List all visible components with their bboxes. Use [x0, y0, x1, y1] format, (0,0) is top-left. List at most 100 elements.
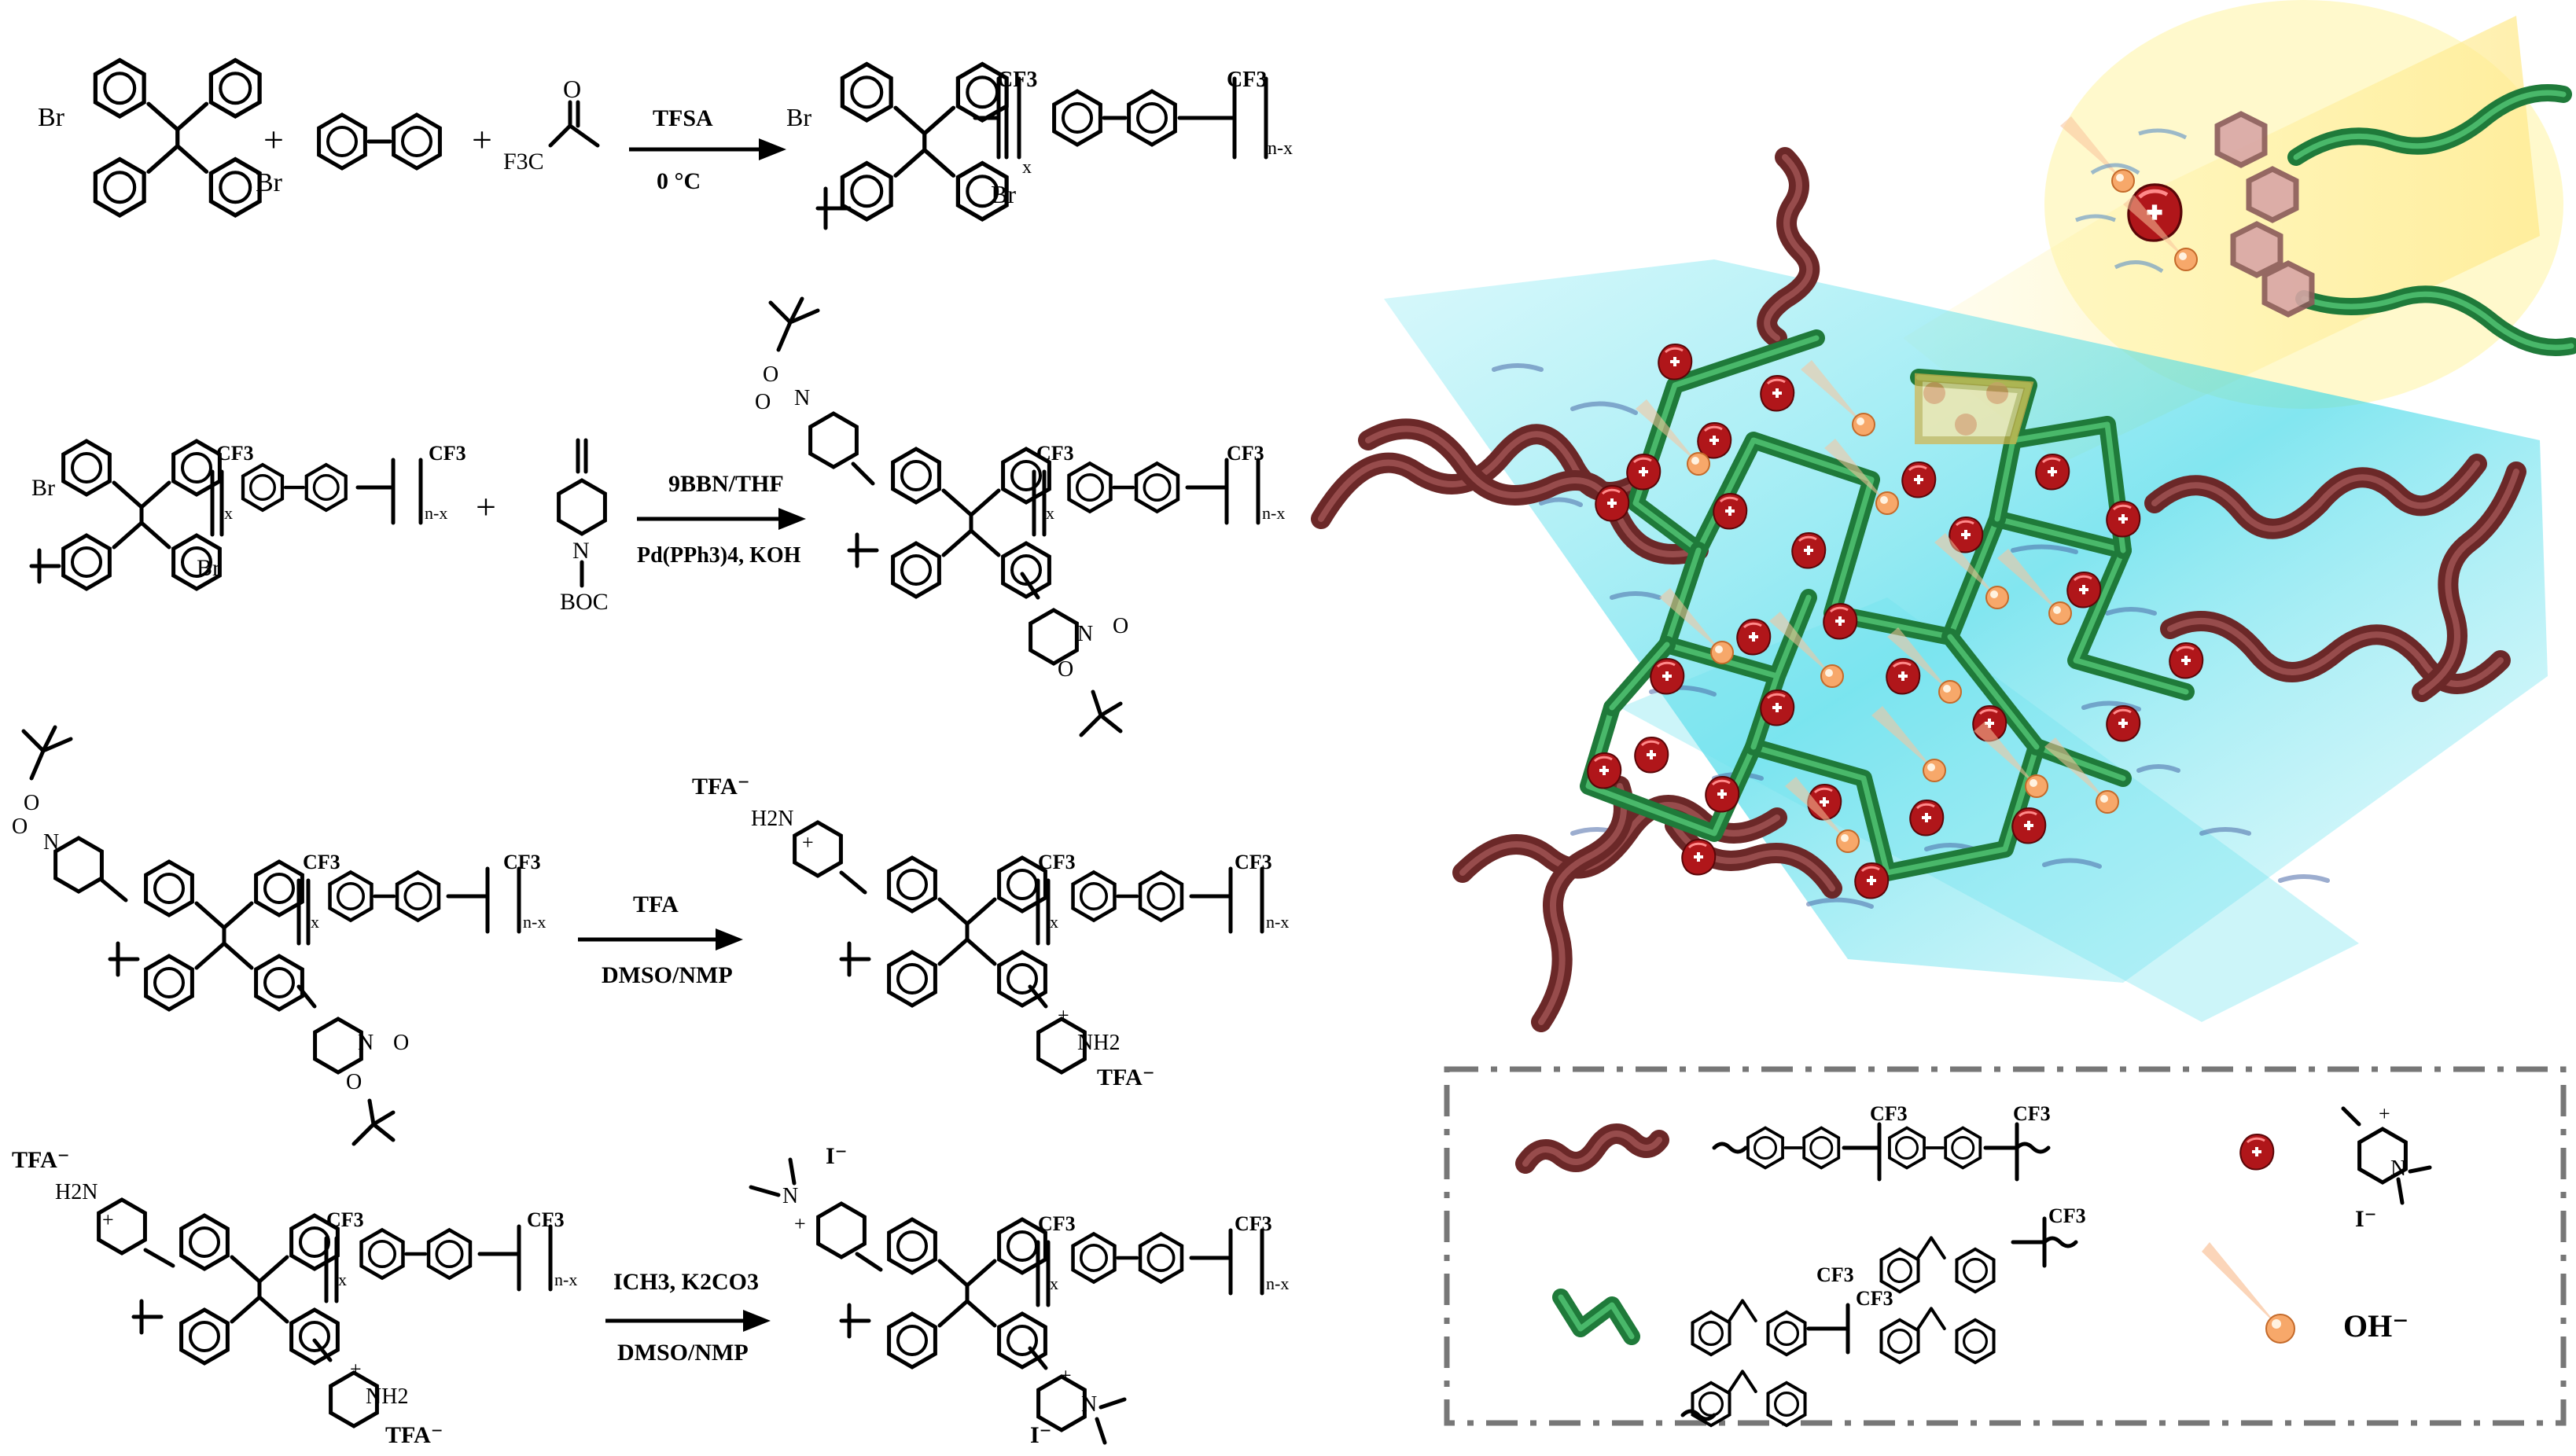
reaction-1: Br Br + + O F3C TFSA 0 °C Br Br CF3 x: [38, 61, 1293, 230]
legend-cation-plus: +: [2379, 1102, 2390, 1125]
r3-prod-nx: n-x: [1266, 912, 1289, 932]
r2-reagent-bottom: Pd(PPh3)4, KOH: [637, 543, 801, 568]
legend-network-structure: CF3 CF3 CF3: [1680, 1204, 2086, 1425]
r2-prod-o3: O: [1113, 614, 1128, 638]
r2-pip-n: N: [572, 538, 590, 564]
r3-reactant-polymer: O O N CF3 x CF3 n-x N O O: [12, 725, 546, 1146]
r4-plus-2: +: [350, 1358, 362, 1381]
biphenyl: [319, 115, 440, 168]
r1-o-label: O: [563, 75, 581, 103]
r2-prod-cf3-1: CF3: [1036, 442, 1074, 465]
r2-cf3-1: CF3: [216, 442, 254, 465]
r3-prod-tfa-2: TFA⁻: [1097, 1064, 1155, 1090]
r1-prod-br-1: Br: [786, 103, 811, 131]
r3-prod-h2n: H2N: [751, 807, 793, 831]
r4-prod-n2: N: [1081, 1392, 1097, 1417]
r4-nx: n-x: [554, 1270, 577, 1289]
r2-product-polymer: O O N CF3 x CF3 n-x N O O: [755, 296, 1285, 737]
r3-prod-plus-1: +: [802, 831, 814, 854]
r1-br-label-2: Br: [256, 168, 283, 197]
r4-nh2: NH2: [366, 1384, 408, 1409]
r3-cf3-1: CF3: [303, 851, 340, 873]
r3-o2: O: [12, 814, 28, 839]
r2-prod-o1: O: [763, 362, 778, 387]
r2-boc: BOC: [560, 589, 609, 615]
r4-reagent-bottom: DMSO/NMP: [617, 1340, 749, 1366]
r3-prod-plus-2: +: [1058, 1004, 1069, 1027]
r3-reagent-top: TFA: [633, 892, 679, 917]
r1-br-label-1: Br: [38, 103, 65, 132]
r3-product-polymer: TFA⁻ H2N + CF3 x CF3 n-x + NH2 TFA⁻: [692, 774, 1289, 1090]
r4-h2n: H2N: [55, 1180, 98, 1204]
legend-cation-n: N: [2390, 1156, 2406, 1181]
r4-cf3-2: CF3: [527, 1208, 565, 1231]
r1-nx: n-x: [1268, 138, 1293, 159]
r3-o3: O: [393, 1031, 409, 1055]
r3-x: x: [311, 912, 319, 932]
r2-nx: n-x: [425, 503, 447, 523]
r2-prod-nx: n-x: [1262, 503, 1285, 523]
r1-cf3-2: CF3: [1227, 68, 1267, 92]
legend-backbone-structure: CF3 CF3: [1712, 1102, 2051, 1182]
r3-n1: N: [43, 830, 59, 855]
r2-cf3-2: CF3: [429, 442, 466, 465]
r3-prod-cf3-1: CF3: [1038, 851, 1076, 873]
backbone-chains: [1311, 147, 2526, 1032]
r4-tfa-2: TFA⁻: [385, 1422, 443, 1448]
water-channel-2: [1620, 597, 2359, 1022]
r4-reactant-polymer: TFA⁻ H2N + CF3 x CF3 n-x + NH2 TFA⁻: [12, 1147, 577, 1448]
r4-prod-i-1: I⁻: [826, 1143, 848, 1169]
r1-arrowhead: [759, 138, 786, 160]
r3-prod-cf3-2: CF3: [1235, 851, 1272, 873]
r2-reactant-polymer: Br Br CF3 x CF3 n-x: [29, 441, 466, 589]
r3-cf3-2: CF3: [503, 851, 541, 873]
r2-reagent-top: 9BBN/THF: [668, 471, 784, 497]
r1-plus-2: +: [472, 119, 492, 160]
r1-f3c-label: F3C: [503, 149, 544, 175]
trifluoroacetone: O F3C: [503, 75, 600, 175]
r2-prod-cf3-2: CF3: [1227, 442, 1264, 465]
r4-reagent-top: ICH3, K2CO3: [613, 1269, 759, 1295]
r1-x: x: [1022, 157, 1032, 178]
r4-arrowhead: [743, 1310, 771, 1332]
r4-x: x: [338, 1270, 347, 1289]
r4-prod-nx: n-x: [1266, 1274, 1289, 1293]
legend-cation-icon: [2239, 1133, 2276, 1171]
r2-x: x: [224, 503, 233, 523]
legend-r1-cf3-1: CF3: [1870, 1102, 1908, 1125]
r2-prod-o2: O: [755, 390, 771, 414]
r2-br-2: Br: [197, 555, 220, 581]
r2-arrowhead: [778, 508, 806, 530]
r4-prod-plus-1: +: [794, 1212, 806, 1235]
methylene-piperidine-boc: N BOC: [559, 438, 609, 615]
legend-box: CF3 CF3 + N I⁻ CF3: [1444, 1066, 2567, 1425]
legend-r2-cf3-3: CF3: [1816, 1263, 1854, 1286]
r2-prod-o4: O: [1058, 657, 1073, 682]
reaction-2: Br Br CF3 x CF3 n-x + N BOC 9BBN/THF Pd(…: [29, 296, 1285, 737]
r2-prod-n1: N: [794, 386, 810, 410]
r3-prod-tfa-1: TFA⁻: [692, 774, 750, 800]
r3-nx: n-x: [523, 912, 546, 932]
r4-product-polymer: I⁻ N + CF3 x CF3 n-x + N I⁻: [749, 1143, 1289, 1448]
r3-arrowhead: [716, 928, 743, 950]
reaction-4: TFA⁻ H2N + CF3 x CF3 n-x + NH2 TFA⁻ ICH3…: [12, 1143, 1289, 1448]
r4-prod-cf3-2: CF3: [1235, 1212, 1272, 1235]
legend-r2-cf3-2: CF3: [2048, 1204, 2086, 1227]
zoom-molecule-detail: [2059, 84, 2576, 356]
r4-prod-plus-2: +: [1060, 1364, 1072, 1387]
r1-cf3-1: CF3: [997, 68, 1037, 92]
r2-br-1: Br: [31, 475, 55, 501]
zoom-source-square: [1915, 373, 2034, 444]
r4-plus-1: +: [102, 1208, 114, 1231]
r4-cf3-1: CF3: [326, 1208, 364, 1231]
reaction-3: O O N CF3 x CF3 n-x N O O TFA D: [12, 725, 1289, 1146]
r3-n2: N: [358, 1031, 374, 1055]
r1-plus-1: +: [263, 119, 284, 160]
legend-network-icon: [1552, 1289, 1640, 1345]
r4-prod-n1: N: [782, 1184, 798, 1208]
dibromospirobifluorene: [95, 61, 259, 215]
legend-hydroxide-label: OH⁻: [2343, 1308, 2409, 1344]
r4-prod-cf3-1: CF3: [1038, 1212, 1076, 1235]
r1-reagent-bottom: 0 °C: [657, 168, 701, 194]
